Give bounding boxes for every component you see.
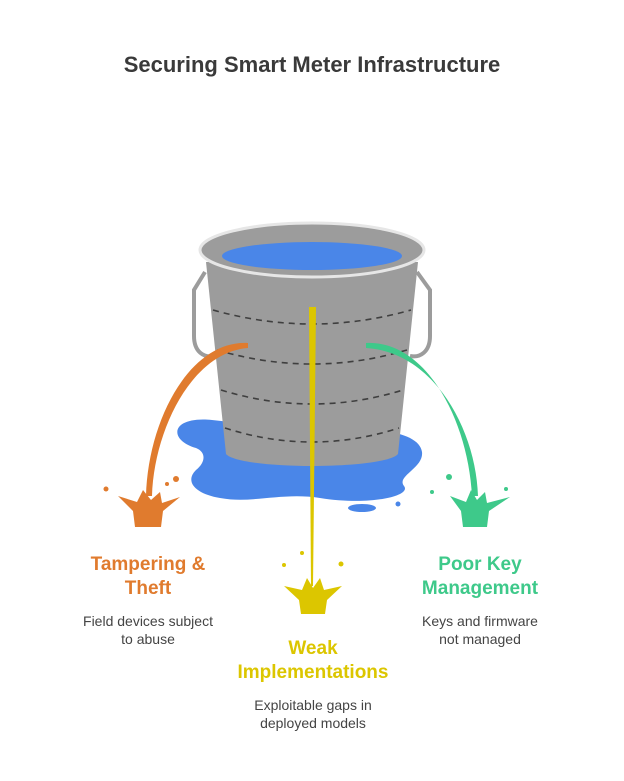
leak-description-key-management: Keys and firmware not managed [422,613,538,647]
bucket-handle [409,270,432,359]
leak-description-tampering: Field devices subject to abuse [83,613,213,647]
diagram-title: Securing Smart Meter Infrastructure [123,52,501,77]
leak-stream-yellow [309,307,316,586]
leak-title-tampering: Tampering & Theft [90,554,206,599]
leak-stream-orange [146,342,248,496]
splash-orange [118,490,180,527]
water-drop [395,501,401,507]
bucket-water-surface [222,242,402,270]
leak-stream-green [366,342,478,496]
water-drop [348,504,376,512]
leak-title-weak-implementations: Weak Implementations [237,638,389,683]
leak-description-weak-implementations: Exploitable gaps in deployed models [254,697,372,731]
leak-title-key-management: Poor Key Management [421,554,539,599]
splash-yellow [284,578,342,614]
splash-green [450,490,510,527]
